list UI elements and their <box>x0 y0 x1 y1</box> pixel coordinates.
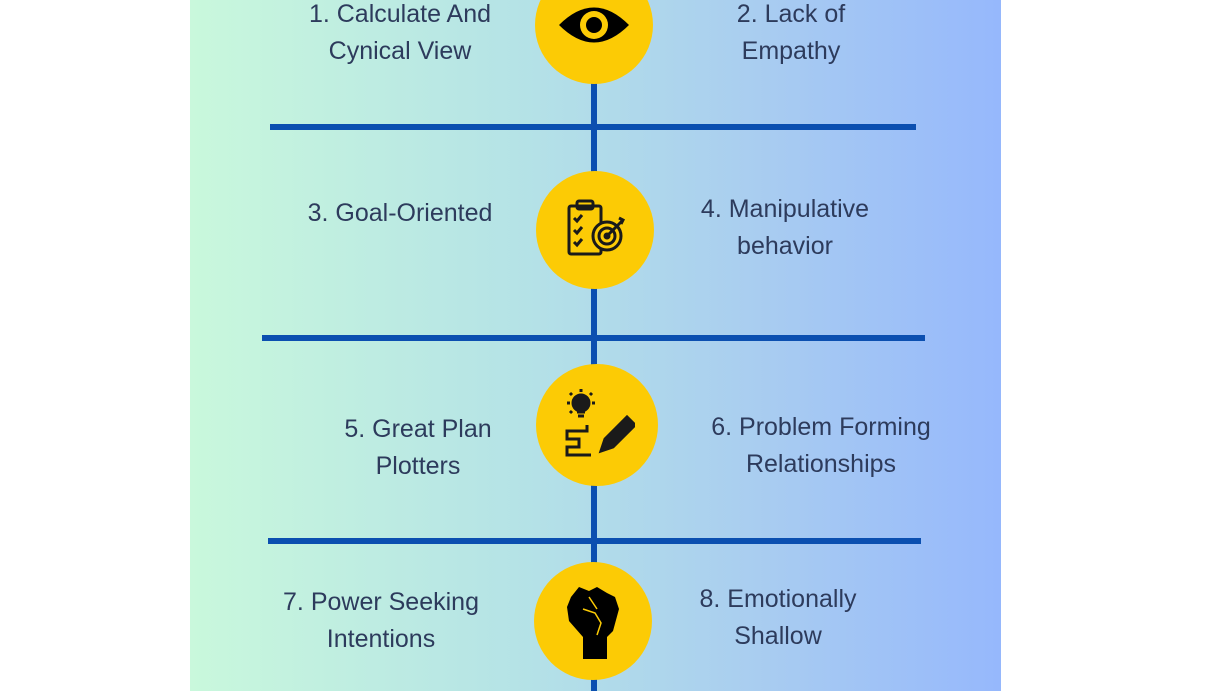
raised-fist-icon <box>534 562 652 680</box>
divider-line-1 <box>270 124 916 130</box>
vertical-spine-line <box>591 0 597 691</box>
item-3-label: 3. Goal-Oriented <box>307 199 493 227</box>
idea-plan-icon <box>536 364 658 486</box>
divider-line-2 <box>262 335 925 341</box>
divider-line-3 <box>268 538 921 544</box>
goal-checklist-icon <box>536 171 654 289</box>
